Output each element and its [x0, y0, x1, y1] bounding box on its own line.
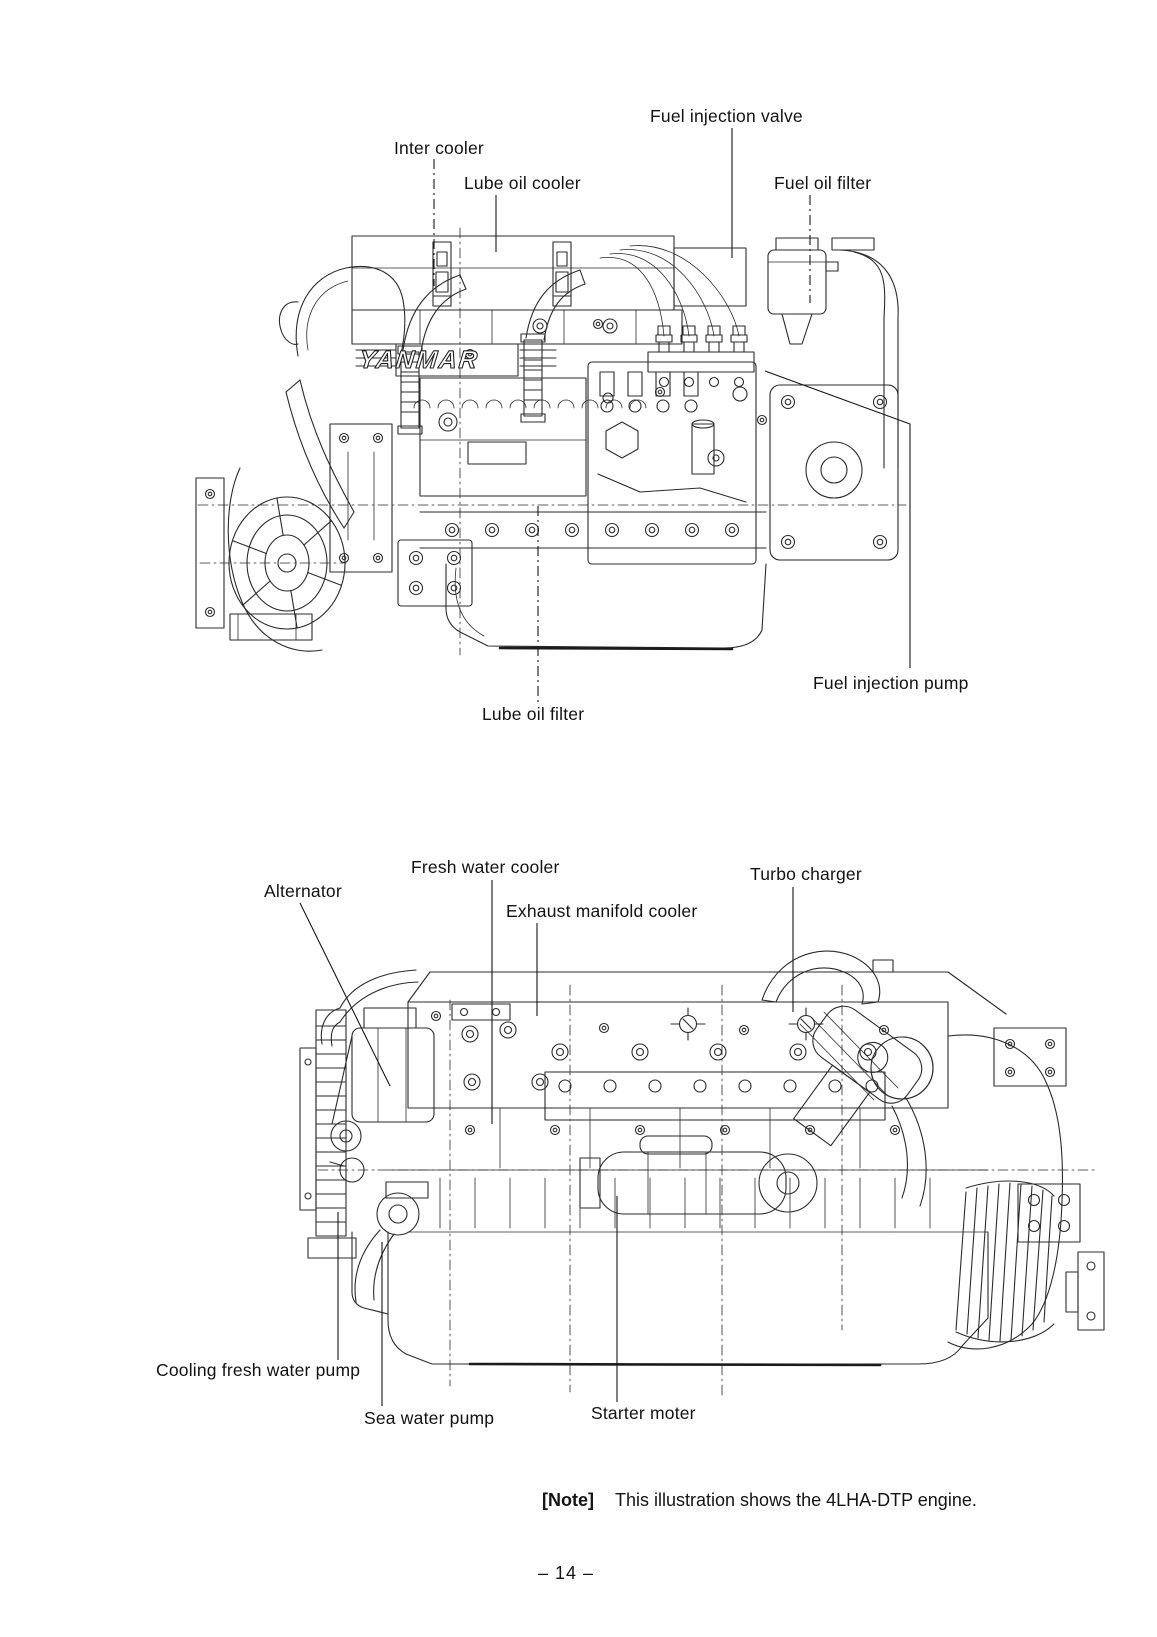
label-sea-water-pump: Sea water pump — [364, 1408, 495, 1428]
flywheel-housing — [947, 1034, 1105, 1350]
label-fresh-water-cooler: Fresh water cooler — [411, 857, 560, 877]
label-inter-cooler: Inter cooler — [394, 138, 484, 158]
top-figure-leader-lines — [433, 128, 911, 703]
label-cooling-fresh-water-pump: Cooling fresh water pump — [156, 1360, 361, 1380]
leader-alternator — [299, 902, 391, 1087]
note-text: This illustration shows the 4LHA-DTP eng… — [615, 1490, 977, 1510]
label-fuel-injection-valve: Fuel injection valve — [650, 106, 803, 126]
deck-tower — [552, 241, 572, 307]
heat-exchanger-end-cap — [299, 1009, 357, 1259]
note-line: [Note] This illustration shows the 4LHA-D… — [542, 1490, 977, 1511]
oil-pan — [445, 563, 767, 651]
yanmar-logo: YANMAR — [358, 346, 481, 374]
label-fuel-oil-filter: Fuel oil filter — [774, 173, 872, 193]
leader-fuel-injection-pump — [764, 370, 911, 668]
fuel-injection-pump-part — [587, 361, 757, 565]
exhaust-manifold-cooler-part — [407, 1001, 949, 1109]
label-alternator: Alternator — [264, 881, 342, 901]
note-tag: [Note] — [542, 1490, 594, 1510]
sea-water-pump-part — [354, 1181, 429, 1303]
ribbed-coupler — [397, 345, 423, 435]
page-number: – 14 – — [538, 1563, 595, 1583]
alternator-part — [330, 1007, 435, 1152]
oil-pan — [351, 1231, 989, 1367]
logo-plate — [395, 343, 519, 377]
label-lube-oil-cooler: Lube oil cooler — [464, 173, 581, 193]
crank-pulley — [228, 496, 346, 630]
label-lube-oil-filter: Lube oil filter — [482, 704, 585, 724]
label-fuel-injection-pump: Fuel injection pump — [813, 673, 969, 693]
fuel-oil-filter-part — [767, 237, 839, 345]
bottom-figure-leader-lines — [299, 880, 794, 1406]
turbo-charger-part — [761, 950, 934, 1207]
starter-motor-part — [579, 1135, 818, 1215]
deck-tower — [432, 241, 452, 307]
bottom-engine-drawing — [299, 950, 1105, 1399]
top-engine-drawing: YANMAR — [195, 227, 907, 656]
label-turbo-charger: Turbo charger — [750, 864, 862, 884]
label-starter-moter: Starter moter — [591, 1403, 696, 1423]
label-exhaust-manifold-cooler: Exhaust manifold cooler — [506, 901, 698, 921]
